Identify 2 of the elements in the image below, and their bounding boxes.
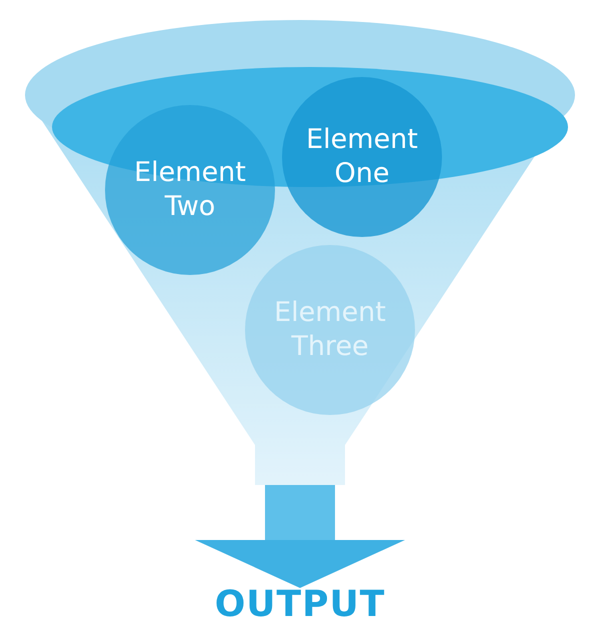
arrow <box>195 485 405 588</box>
output-label: OUTPUT <box>214 588 386 622</box>
